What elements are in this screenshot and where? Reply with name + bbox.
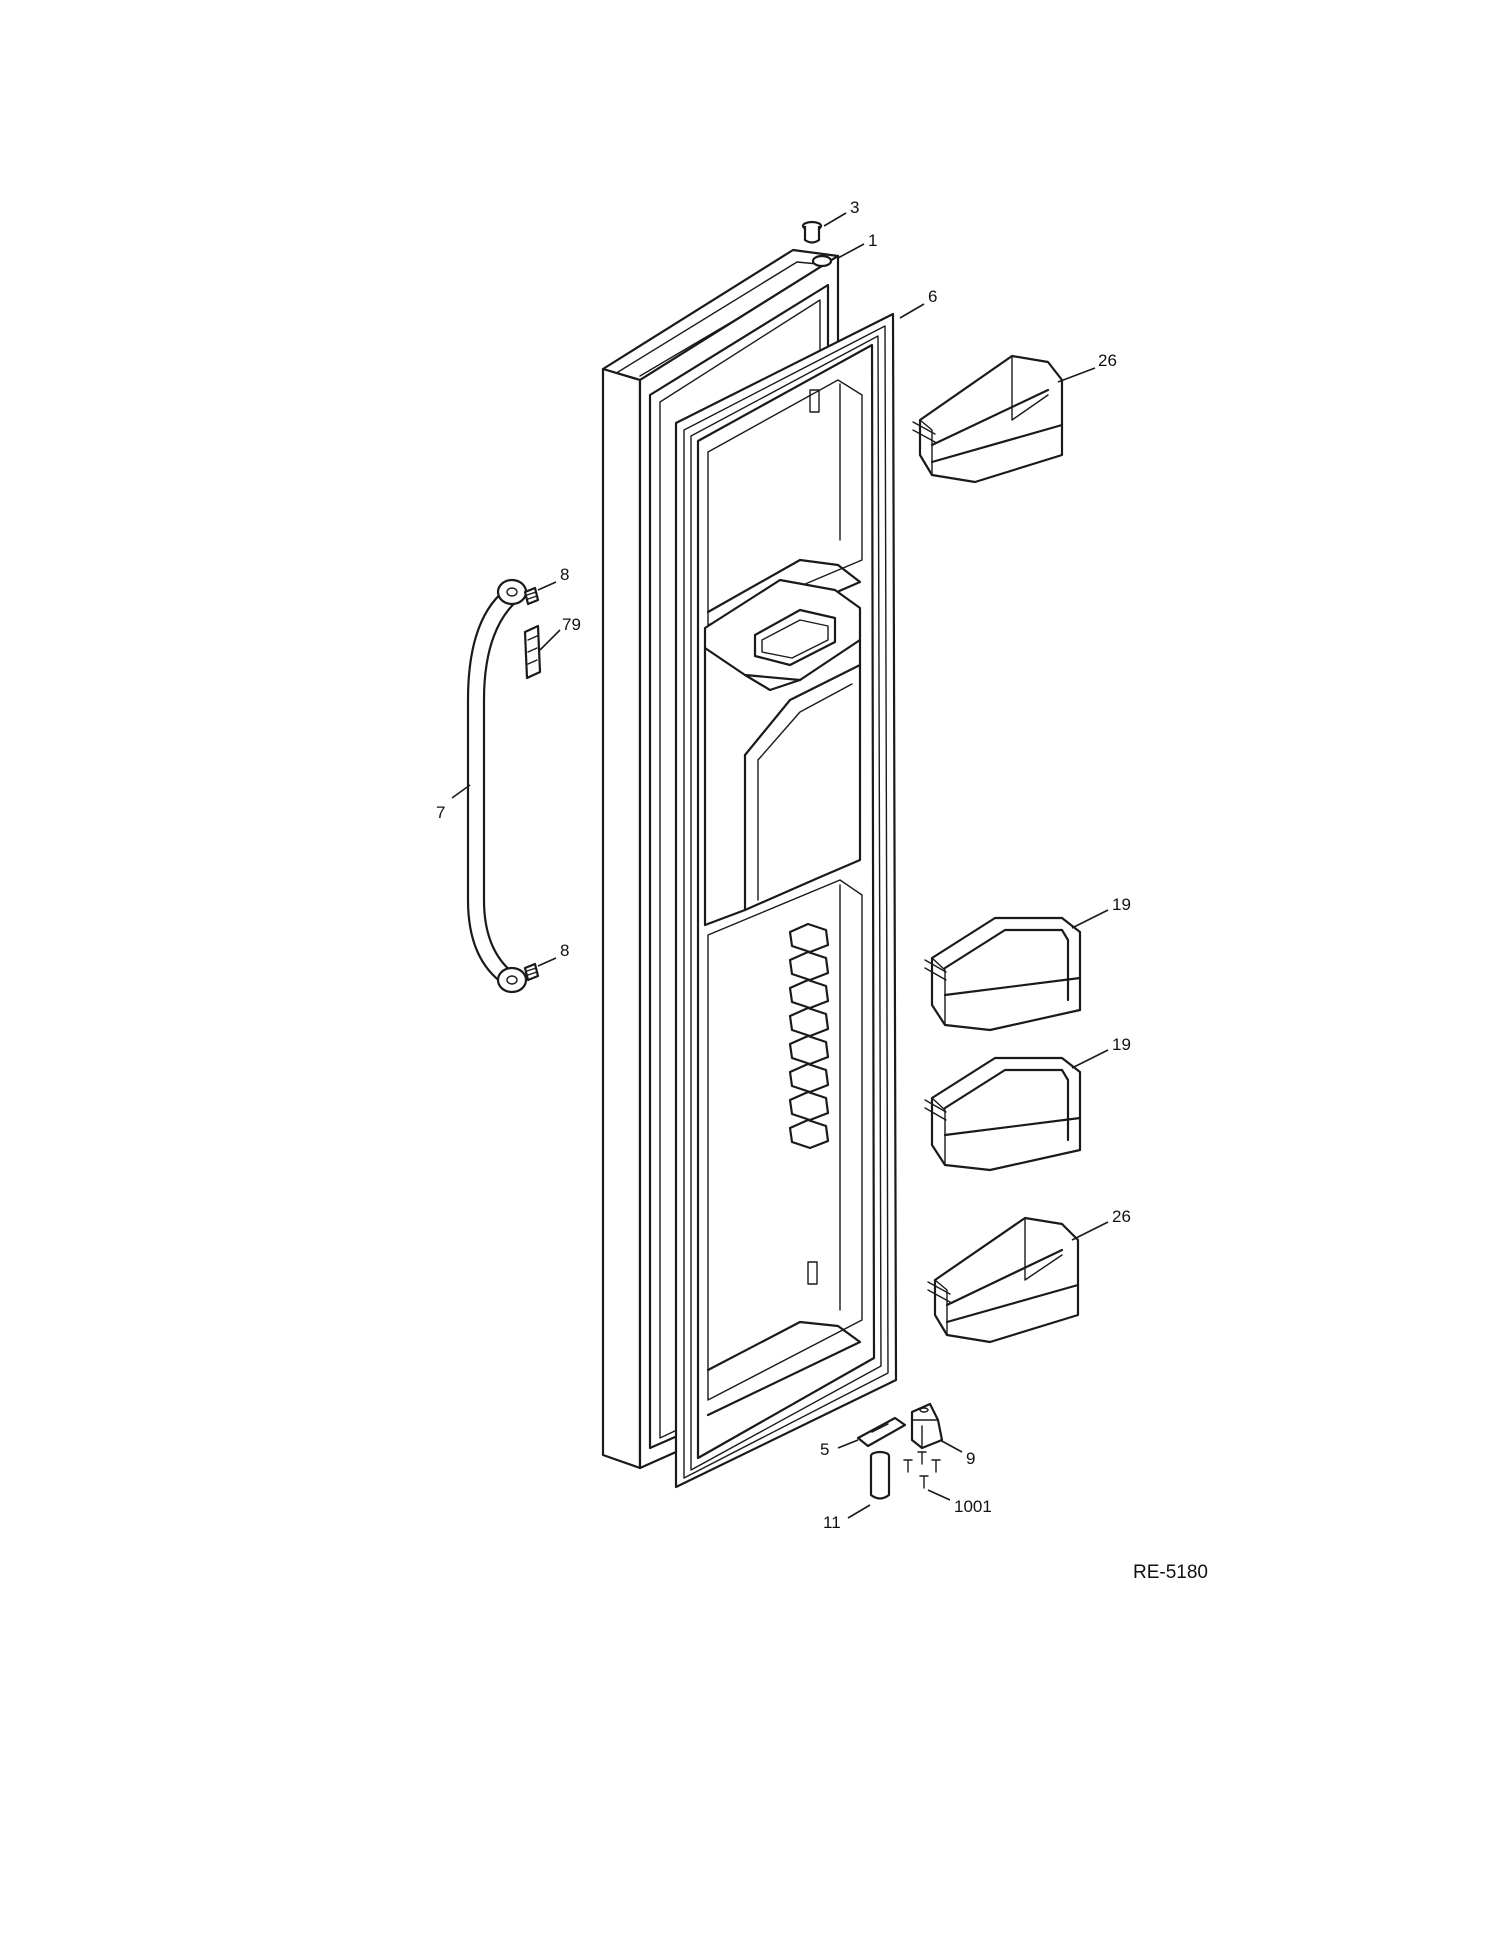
door-bin-middle-2: [924, 1056, 1082, 1172]
callout-1001: 1001: [954, 1497, 992, 1516]
callout-6: 6: [928, 287, 937, 306]
callout-9: 9: [966, 1449, 975, 1468]
handle-screw-bottom: [523, 962, 540, 982]
callout-labels: 3 1 6 26 8 79 7 19 8 19 26 5 9 11 1001: [436, 198, 1131, 1532]
door-handle: [466, 578, 528, 994]
callout-1: 1: [868, 231, 877, 250]
callout-3: 3: [850, 198, 859, 217]
callout-11: 11: [823, 1513, 841, 1532]
reference-code: RE-5180: [1133, 1562, 1208, 1583]
door-bin-top: [912, 354, 1064, 484]
callout-8-bottom: 8: [560, 941, 569, 960]
callout-8-top: 8: [560, 565, 569, 584]
bottom-hinge: [910, 1402, 944, 1450]
handle-screw-top: [523, 586, 540, 606]
leader-lines: [451, 212, 1109, 1519]
callout-19-bottom: 19: [1112, 1035, 1131, 1054]
door-bin-bottom: [927, 1216, 1080, 1344]
callout-26-bottom: 26: [1112, 1207, 1131, 1226]
callout-19-top: 19: [1112, 895, 1131, 914]
inner-door-liner: [696, 343, 876, 1460]
callout-26-top: 26: [1098, 351, 1117, 370]
hinge-pin: [869, 1450, 891, 1500]
callout-79: 79: [562, 615, 581, 634]
handle-bracket: [523, 624, 542, 680]
door-bin-middle-1: [924, 916, 1082, 1032]
callout-5: 5: [820, 1440, 829, 1459]
hinge-screws: [903, 1451, 941, 1489]
hinge-bushing: [801, 220, 823, 244]
callout-7: 7: [436, 803, 445, 822]
door-stop-plate: [856, 1416, 907, 1448]
shelf-support-clips: [788, 922, 830, 1150]
